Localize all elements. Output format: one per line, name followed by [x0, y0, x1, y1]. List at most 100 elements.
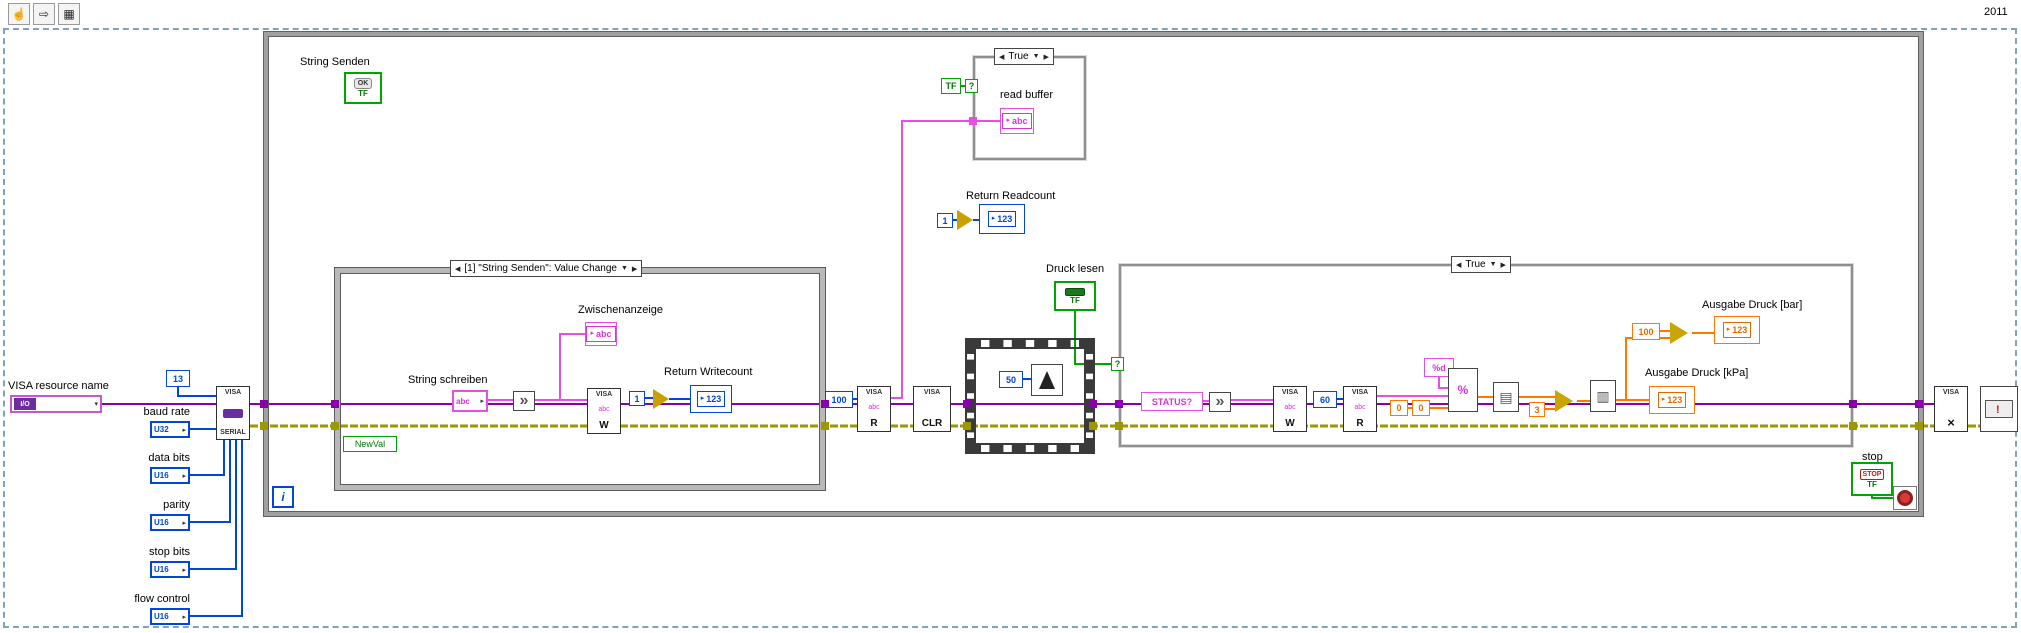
- visa-write-node[interactable]: VISA abc W: [1273, 386, 1307, 432]
- tunnel[interactable]: [1849, 400, 1857, 408]
- concatenate-strings-node[interactable]: »: [513, 391, 535, 411]
- while-loop[interactable]: [264, 32, 1923, 516]
- tunnel[interactable]: [1915, 422, 1923, 430]
- druck-case-selector[interactable]: ◀ True ▼ ▶: [1451, 256, 1511, 273]
- return-readcount-indicator[interactable]: ▸123: [979, 204, 1025, 234]
- stop-bits-control[interactable]: U16 ▸: [150, 561, 190, 578]
- operate-tool-button[interactable]: ☝: [8, 3, 30, 25]
- numeric-wire[interactable]: [190, 440, 243, 617]
- prev-case-icon[interactable]: ◀: [1456, 261, 1462, 269]
- tunnel[interactable]: [1115, 422, 1123, 430]
- numeric-wire[interactable]: [190, 440, 237, 570]
- tunnel[interactable]: [963, 400, 971, 408]
- tunnel[interactable]: [1915, 400, 1923, 408]
- tunnel[interactable]: [260, 422, 268, 430]
- string-schreiben-control[interactable]: abc ▸: [452, 390, 488, 412]
- format-string-constant[interactable]: %d: [1424, 358, 1454, 377]
- next-case-icon[interactable]: ▶: [1043, 53, 1049, 61]
- wait-ms-constant[interactable]: 50: [999, 371, 1023, 388]
- visa-read-node[interactable]: VISA abc R: [857, 386, 891, 432]
- string-wire[interactable]: [891, 120, 1000, 399]
- data-bits-control[interactable]: U16 ▸: [150, 467, 190, 484]
- tunnel[interactable]: [1089, 400, 1097, 408]
- zwischenanzeige-indicator[interactable]: ▸abc: [585, 322, 617, 346]
- baud-rate-control[interactable]: U32 ▸: [150, 421, 190, 438]
- flat-sequence-structure[interactable]: [967, 340, 1093, 452]
- zero-constant[interactable]: 0: [1390, 400, 1408, 416]
- simple-error-handler-node[interactable]: !: [1980, 386, 2018, 432]
- visa-close-node[interactable]: VISA ×: [1934, 386, 1968, 432]
- wait-ms-node[interactable]: [1031, 364, 1063, 396]
- visa-configure-serial-node[interactable]: VISA SERIAL: [216, 386, 250, 440]
- ausgabe-bar-indicator[interactable]: ▸123: [1714, 316, 1760, 344]
- tunnel[interactable]: [260, 400, 268, 408]
- prev-case-icon[interactable]: ◀: [999, 53, 1005, 61]
- abc-node-text: abc: [868, 403, 880, 411]
- string-wire[interactable]: [1438, 377, 1448, 389]
- one-constant[interactable]: 1: [937, 213, 953, 228]
- divide-node[interactable]: [1555, 390, 1573, 412]
- stop-button-terminal[interactable]: STOP TF: [1851, 462, 1893, 496]
- tunnel[interactable]: [331, 422, 339, 430]
- tunnel[interactable]: [1115, 400, 1123, 408]
- divisor-constant[interactable]: 3: [1529, 402, 1545, 417]
- termination-char-constant[interactable]: 13: [166, 370, 190, 387]
- zero-constant[interactable]: 0: [1412, 400, 1430, 416]
- tunnel[interactable]: [821, 422, 829, 430]
- scan-from-string-node[interactable]: %: [1448, 368, 1478, 412]
- tunnel[interactable]: [1849, 422, 1857, 430]
- event-structure-selector[interactable]: ◀ [1] "String Senden": Value Change ▼ ▶: [450, 260, 643, 277]
- convert-triangle-node[interactable]: [957, 210, 973, 230]
- string-senden-button-terminal[interactable]: OK TF: [344, 72, 382, 104]
- prev-case-icon[interactable]: ◀: [455, 265, 461, 273]
- case-dropdown-icon[interactable]: ▼: [620, 265, 628, 272]
- case-dropdown-icon[interactable]: ▼: [1489, 261, 1497, 268]
- parity-control[interactable]: U16 ▸: [150, 514, 190, 531]
- convert-triangle-node[interactable]: [653, 389, 669, 409]
- visa-resource-control[interactable]: I/O ▾: [10, 395, 102, 413]
- kpa-factor-constant[interactable]: 100: [1632, 323, 1660, 340]
- visa-read-node[interactable]: VISA abc R: [1343, 386, 1377, 432]
- status-command-constant[interactable]: STATUS?: [1141, 392, 1203, 411]
- loop-condition-terminal[interactable]: [1893, 486, 1917, 510]
- boolean-wire[interactable]: [1871, 496, 1893, 499]
- tunnel[interactable]: [821, 400, 829, 408]
- tunnel[interactable]: [963, 422, 971, 430]
- divide-node[interactable]: [1670, 322, 1688, 344]
- next-case-icon[interactable]: ▶: [1500, 261, 1506, 269]
- flow-control-control[interactable]: U16 ▸: [150, 608, 190, 625]
- concatenate-strings-node[interactable]: »: [1209, 392, 1231, 412]
- bytes-to-read-constant[interactable]: 60: [1313, 391, 1337, 408]
- numeric-wire[interactable]: [190, 440, 231, 523]
- bytes-to-read-constant[interactable]: 100: [825, 391, 853, 408]
- tunnel[interactable]: [1089, 422, 1097, 430]
- case-selector-terminal[interactable]: ?: [965, 79, 978, 93]
- numeric-wire[interactable]: [177, 387, 216, 397]
- read-case-selector[interactable]: ◀ True ▼ ▶: [994, 48, 1054, 65]
- return-writecount-indicator[interactable]: ▸123: [690, 385, 732, 413]
- one-constant[interactable]: 1: [629, 391, 645, 406]
- build-array-node[interactable]: ▥: [1590, 380, 1616, 412]
- case-structure-druck[interactable]: [1119, 264, 1853, 447]
- iteration-terminal[interactable]: i: [272, 486, 294, 508]
- visa-write-node[interactable]: VISA abc W: [587, 388, 621, 434]
- read-buffer-indicator[interactable]: ▸abc: [1000, 108, 1034, 134]
- visa-clear-node[interactable]: VISA CLR: [913, 386, 951, 432]
- boolean-wire[interactable]: [1074, 311, 1119, 365]
- case-dropdown-icon[interactable]: ▼: [1032, 53, 1040, 60]
- druck-lesen-button-terminal[interactable]: TF: [1054, 281, 1096, 311]
- ausgabe-kpa-indicator[interactable]: ▸123: [1649, 386, 1695, 414]
- abc-type-text: abc: [1012, 116, 1028, 126]
- edit-tool-button[interactable]: ▦: [58, 3, 80, 25]
- tunnel[interactable]: [331, 400, 339, 408]
- index-array-node[interactable]: ▤: [1493, 382, 1519, 412]
- position-tool-button[interactable]: ⇨: [33, 3, 55, 25]
- true-constant[interactable]: TF: [941, 78, 961, 94]
- dropdown-icon[interactable]: ▾: [94, 401, 98, 408]
- next-case-icon[interactable]: ▶: [631, 265, 638, 273]
- case-selector-terminal[interactable]: ?: [1111, 357, 1124, 371]
- tunnel[interactable]: [969, 117, 977, 125]
- numeric-wire[interactable]: [190, 440, 225, 476]
- string-wire[interactable]: [559, 333, 585, 400]
- event-data-newval-terminal[interactable]: NewVal: [343, 436, 397, 452]
